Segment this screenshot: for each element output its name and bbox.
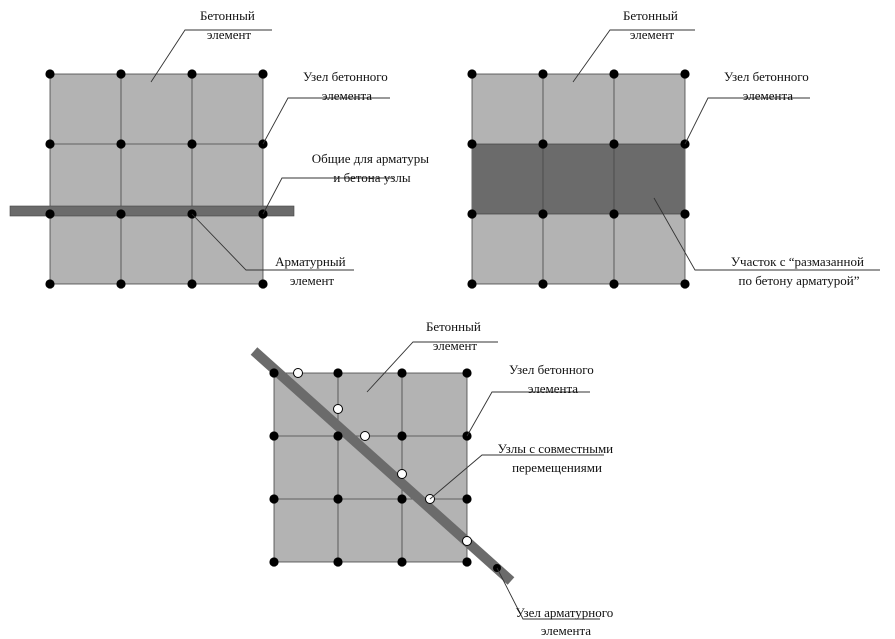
panel-c-joint-label: Узлы с совместными перемещениями: [498, 441, 617, 475]
joint-node: [462, 536, 472, 546]
panel-c-concrete-label: Бетонный элемент: [426, 319, 484, 353]
concrete-node: [462, 368, 472, 378]
concrete-node: [45, 139, 55, 149]
panel-b-smeared-label: Участок с “размазанной по бетону арматур…: [731, 254, 867, 288]
panel-c-concrete-mesh: [273, 372, 468, 563]
concrete-node: [269, 431, 279, 441]
concrete-node: [269, 368, 279, 378]
panel-a-rebar-element: [9, 205, 295, 217]
panel-a-shared-leader: [262, 177, 393, 215]
concrete-node: [187, 139, 197, 149]
panel-c-joint-leader: [429, 454, 604, 500]
concrete-node: [45, 69, 55, 79]
panel-b-smeared-zone: [472, 144, 685, 214]
concrete-node: [680, 209, 690, 219]
concrete-node: [269, 557, 279, 567]
concrete-node: [538, 139, 548, 149]
concrete-node: [467, 279, 477, 289]
concrete-node: [116, 139, 126, 149]
panel-c-rebar-node-label: Узел арматурного элемента: [515, 605, 616, 638]
panel-a-rebar-leader: [191, 213, 354, 271]
joint-node: [397, 469, 407, 479]
panel-c-concrete-nodes: [269, 368, 472, 567]
panel-b-smeared-rebar: Бетонный элемент Узел бетонного элемента…: [467, 8, 880, 289]
concrete-node: [397, 557, 407, 567]
panel-a-rebar-label: Арматурный элемент: [275, 254, 349, 288]
panel-a-shared-nodes-label: Общие для арматуры и бетона узлы: [312, 151, 432, 185]
panel-b-node-leader: [684, 97, 810, 145]
concrete-node: [397, 431, 407, 441]
concrete-node: [258, 69, 268, 79]
concrete-node: [187, 69, 197, 79]
concrete-node: [609, 69, 619, 79]
concrete-node: [462, 494, 472, 504]
concrete-node: [467, 69, 477, 79]
panel-a-concrete-label: Бетонный элемент: [200, 8, 258, 42]
panel-b-concrete-nodes: [467, 69, 690, 289]
concrete-node: [609, 209, 619, 219]
concrete-node: [116, 69, 126, 79]
concrete-node: [609, 139, 619, 149]
panel-a-concrete-mesh: [49, 73, 264, 285]
panel-c-embedded-rebar: Бетонный элемент Узел бетонного элемента…: [250, 319, 617, 638]
panel-b-grid-lines: [472, 74, 685, 284]
panel-b-concrete-label: Бетонный элемент: [623, 8, 681, 42]
panel-a-node-leader: [262, 97, 390, 145]
concrete-node: [467, 139, 477, 149]
concrete-node: [333, 368, 343, 378]
concrete-node: [258, 279, 268, 289]
panel-c-concrete-leader: [366, 341, 498, 393]
concrete-node: [609, 279, 619, 289]
concrete-node: [269, 494, 279, 504]
concrete-node: [116, 209, 126, 219]
concrete-node: [538, 69, 548, 79]
concrete-node: [333, 557, 343, 567]
concrete-node: [187, 279, 197, 289]
panel-a-concrete-leader: [150, 29, 272, 83]
panel-b-concrete-leader: [572, 29, 695, 83]
concrete-node: [462, 557, 472, 567]
concrete-node: [397, 494, 407, 504]
concrete-node: [680, 69, 690, 79]
concrete-node: [333, 494, 343, 504]
concrete-node: [333, 431, 343, 441]
joint-node: [333, 404, 343, 414]
concrete-node: [45, 209, 55, 219]
concrete-node: [45, 279, 55, 289]
panel-c-node-label: Узел бетонного элемента: [509, 362, 597, 396]
joint-node: [360, 431, 370, 441]
panel-b-node-label: Узел бетонного элемента: [724, 69, 812, 103]
panel-a-node-label: Узел бетонного элемента: [303, 69, 391, 103]
concrete-node: [116, 279, 126, 289]
panel-c-rebar-node-leader: [496, 567, 600, 620]
concrete-node: [397, 368, 407, 378]
joint-node: [293, 368, 303, 378]
concrete-node: [680, 279, 690, 289]
panel-c-node-leader: [466, 391, 590, 437]
panel-a-discrete-rebar: Бетонный элемент Узел бетонного элемента…: [9, 8, 432, 289]
panel-c-joint-nodes: [293, 368, 472, 546]
concrete-node: [538, 209, 548, 219]
concrete-node: [538, 279, 548, 289]
concrete-node: [467, 209, 477, 219]
panel-b-smeared-leader: [653, 197, 880, 271]
